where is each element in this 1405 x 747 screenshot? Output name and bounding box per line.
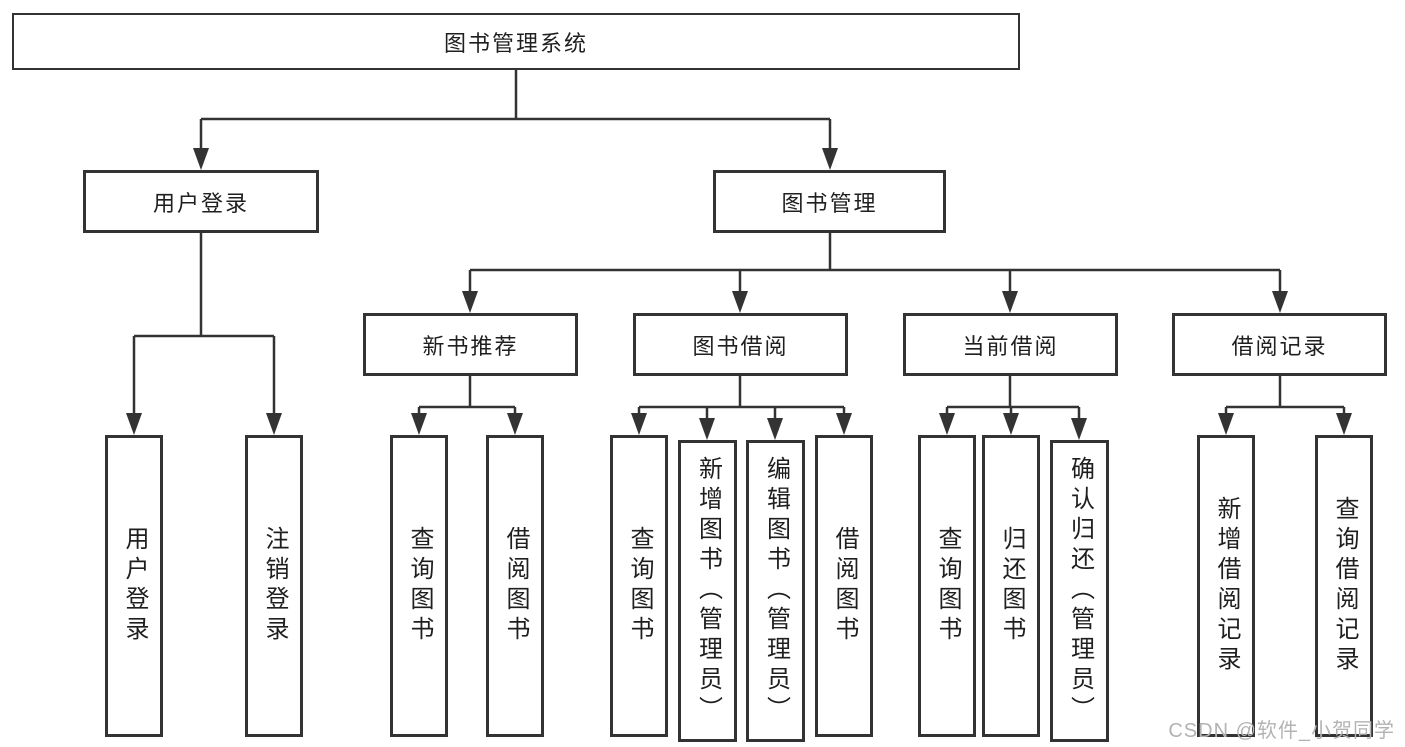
- leaf-logout: 注销登录: [245, 435, 303, 737]
- leaf-return-books: 归还图书: [982, 435, 1040, 737]
- leaf-add-books-admin: 新增图书（管理员）: [678, 440, 737, 742]
- node-library-management-system: 图书管理系统: [12, 13, 1020, 70]
- node-user-login: 用户登录: [83, 170, 319, 233]
- leaf-user-login: 用户登录: [105, 435, 163, 737]
- node-book-management: 图书管理: [713, 170, 946, 233]
- node-borrowing-records: 借阅记录: [1172, 313, 1387, 376]
- connector-current-borrow-branch: [939, 376, 1087, 440]
- connector-book-borrow-branch: [631, 376, 852, 440]
- node-new-book-recommendation: 新书推荐: [363, 313, 578, 376]
- leaf-add-borrowing-record: 新增借阅记录: [1197, 435, 1255, 737]
- leaf-query-borrowing-record: 查询借阅记录: [1315, 435, 1373, 737]
- csdn-watermark: CSDN @软件_小贺同学: [1168, 720, 1395, 742]
- leaf-confirm-return-admin: 确认归还（管理员）: [1050, 440, 1109, 742]
- connector-user-login-branch: [126, 233, 282, 435]
- leaf-query-books-borrowing: 查询图书: [610, 435, 668, 737]
- connector-new-book-branch: [411, 376, 523, 435]
- node-current-borrowing: 当前借阅: [903, 313, 1118, 376]
- leaf-edit-books-admin: 编辑图书（管理员）: [746, 440, 805, 742]
- connector-book-management-branch: [462, 233, 1288, 313]
- node-book-borrowing: 图书借阅: [633, 313, 848, 376]
- leaf-query-books-current: 查询图书: [918, 435, 976, 737]
- connector-root-to-level2: [193, 70, 838, 170]
- leaf-query-books-recommend: 查询图书: [390, 435, 448, 737]
- leaf-borrow-books-recommend: 借阅图书: [486, 435, 544, 737]
- leaf-borrow-books-borrowing: 借阅图书: [815, 435, 873, 737]
- connector-borrow-records-branch: [1218, 376, 1352, 435]
